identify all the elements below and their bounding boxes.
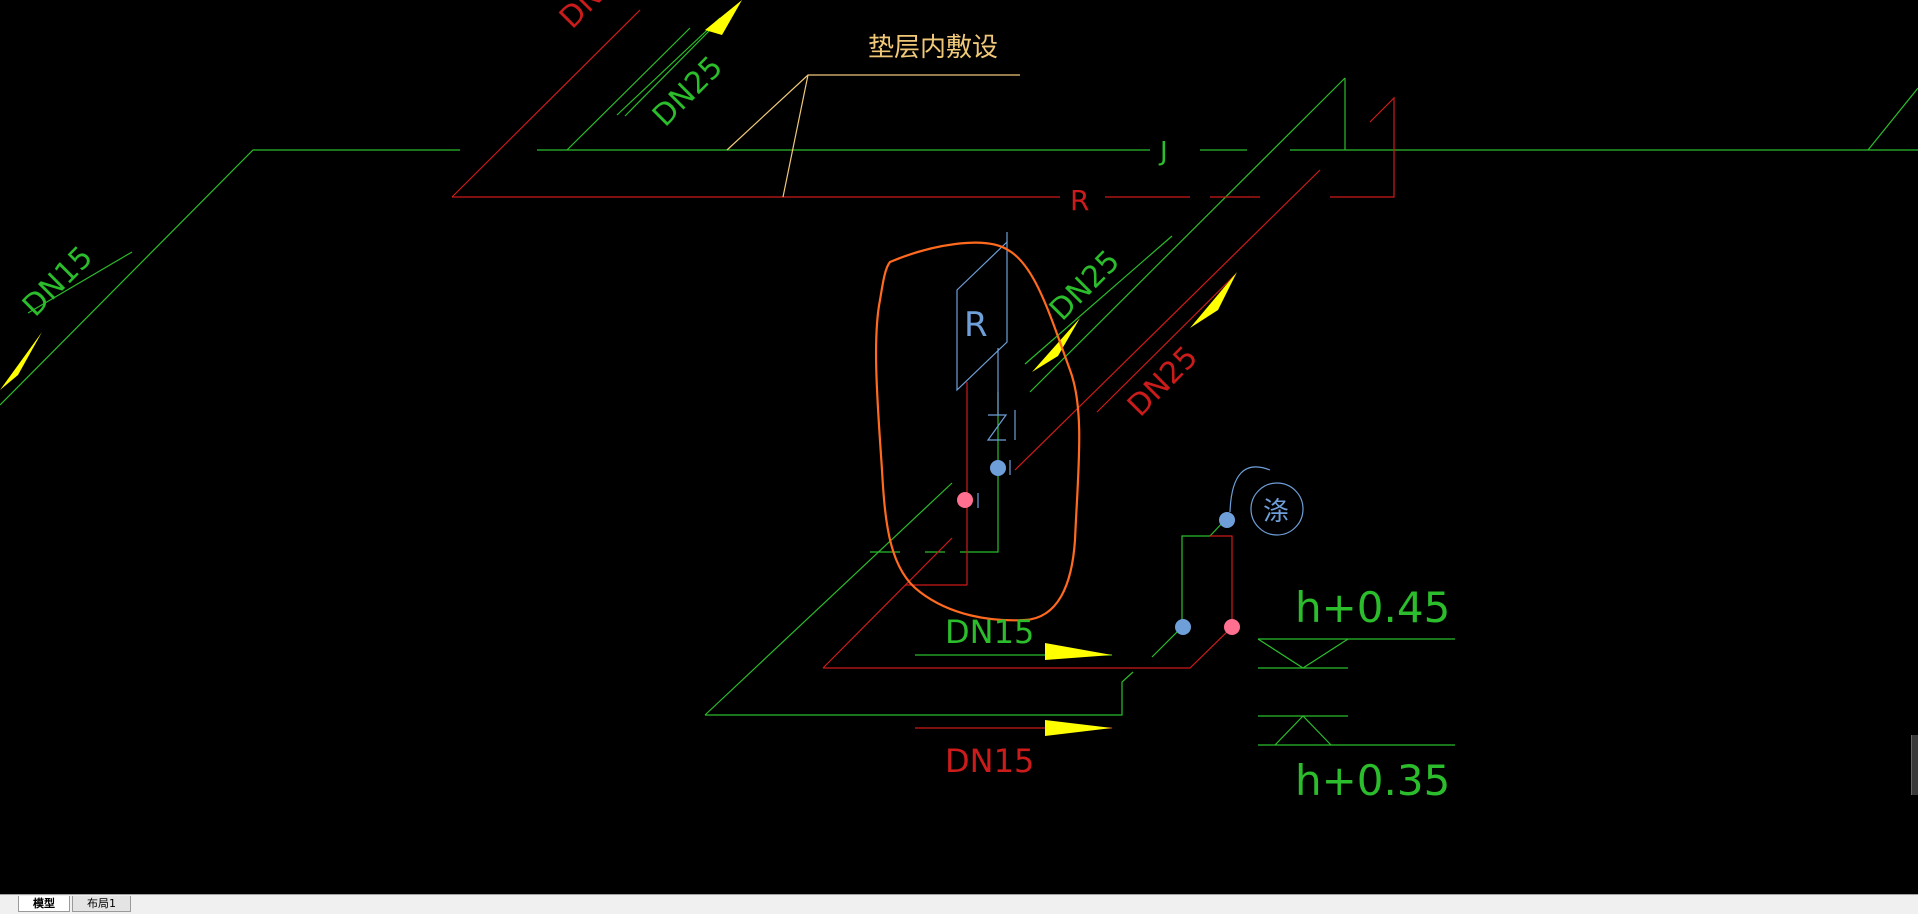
cold-pipe-top-diagonal-2	[624, 27, 713, 117]
flow-arrows	[0, 0, 1237, 736]
drawing-labels: 垫层内敷设 J R DN15 DN DN25 R DN25 DN25 DN15 …	[16, 0, 1450, 805]
label-dn25-top: DN25	[646, 50, 730, 134]
label-washer-symbol: 涤	[1263, 497, 1289, 527]
elev-lower-triangle	[1274, 715, 1332, 746]
drawing-canvas[interactable]: 垫层内敷设 J R DN15 DN DN25 R DN25 DN25 DN15 …	[0, 0, 1918, 894]
label-heater-r: R	[964, 305, 988, 345]
valves	[957, 460, 1240, 635]
label-elev-upper: h+0.45	[1295, 583, 1450, 632]
hot-pipe-top-diagonal	[451, 9, 641, 198]
elev-upper-triangle	[1257, 638, 1349, 669]
cold-pipe-right-diagonal	[1867, 87, 1918, 151]
label-dn15-left: DN15	[16, 240, 100, 324]
dn25-mid-red-underline	[1096, 274, 1236, 413]
hot-pipe-lower-diagonal	[822, 537, 953, 669]
label-pipe-r: R	[1070, 184, 1089, 217]
equipment	[956, 232, 1304, 536]
label-dn25-mid-red: DN25	[1121, 340, 1205, 424]
cushion-leader-line	[726, 74, 1020, 151]
valve-pink-bottom	[1224, 619, 1240, 635]
layout-tab-bar: 模型 布局1	[0, 894, 1918, 914]
water-heater-body	[956, 240, 1008, 392]
label-cushion-laying: 垫层内敷设	[868, 33, 998, 63]
cold-pipe-bottom-loop	[705, 671, 1134, 716]
label-pipe-j: J	[1158, 137, 1168, 167]
label-dn15-green-bottom: DN15	[945, 613, 1034, 651]
arrow-dn15-green	[1045, 643, 1112, 660]
cold-pipe-mid-diagonal	[1029, 77, 1346, 393]
arrow-dn15-red	[1045, 720, 1112, 736]
arrow-mid-red	[1190, 272, 1237, 328]
label-dn15-red-bottom: DN15	[945, 742, 1034, 780]
washer-hose	[1229, 466, 1271, 513]
cushion-leader-vertical	[782, 74, 809, 198]
cold-pipe-washer-branch	[1151, 535, 1210, 658]
arrow-top-dn25	[705, 0, 742, 35]
valve-blue-washer	[1219, 512, 1235, 528]
hot-pipe-right-end	[1330, 96, 1395, 198]
label-elev-lower: h+0.35	[1295, 756, 1450, 805]
valve-pink-heater	[957, 492, 973, 508]
washer-outline	[1250, 482, 1304, 536]
arrow-mid-green	[1032, 318, 1080, 372]
hot-pipe-mid-diagonal	[1014, 169, 1321, 471]
annotation-leader	[726, 74, 1020, 198]
cold-water-pipes	[0, 17, 1918, 746]
revision-cloud[interactable]	[874, 241, 1081, 622]
dn25-mid-green-underline	[1024, 235, 1173, 365]
tab-layout1[interactable]: 布局1	[72, 896, 131, 912]
valve-blue-bottom	[1175, 619, 1191, 635]
dn15-left-underline	[27, 251, 133, 314]
arrow-left-dn15	[0, 332, 42, 390]
cold-pipe-top-diagonal	[566, 27, 691, 151]
dn25-top-underline	[616, 17, 721, 116]
safety-valve	[986, 414, 1008, 441]
valve-blue-heater	[990, 460, 1006, 476]
hot-water-pipes	[451, 9, 1395, 729]
scroll-indicator[interactable]	[1911, 735, 1918, 795]
cold-pipe-heater-branch	[960, 392, 999, 553]
label-dn-top-partial: DN	[553, 0, 610, 36]
tab-model[interactable]: 模型	[18, 896, 70, 912]
cold-pipe-lower-diagonal	[704, 482, 953, 716]
cold-pipe-left-diagonal	[0, 149, 460, 406]
